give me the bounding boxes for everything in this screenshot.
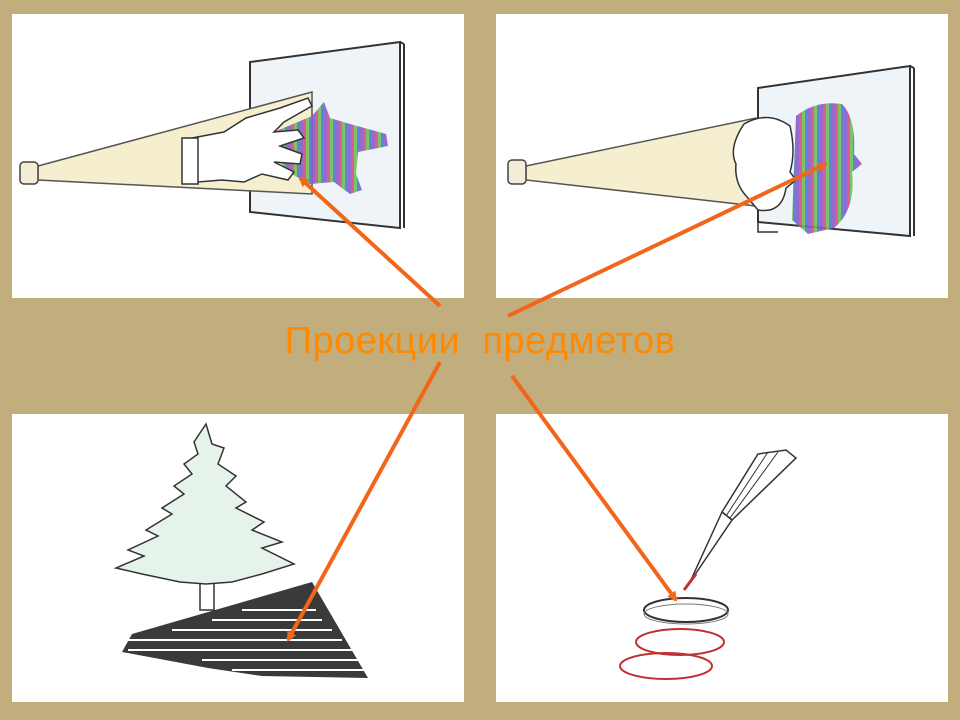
hand-figure (191, 97, 313, 183)
tree-figure (113, 422, 296, 611)
slide-title: Проекции предметов (284, 320, 676, 362)
tree-shadow-illustration (113, 422, 368, 678)
light-beam (525, 117, 757, 207)
hand-shadow-illustration (19, 40, 405, 230)
pencil-circles-illustration (619, 449, 798, 680)
tree-shadow-panel (12, 414, 464, 702)
tree-shadow (122, 582, 368, 678)
lamp-icon (19, 161, 39, 185)
circle-bottom (619, 652, 713, 680)
circle-top (643, 597, 729, 623)
projection-circles (619, 597, 729, 680)
lamp-icon (507, 159, 527, 185)
pencil-icon (682, 449, 798, 591)
hand-shadow (274, 102, 388, 194)
head-shadow-panel (496, 14, 948, 298)
pencil-circles-panel (496, 414, 948, 702)
hand-shadow-panel (12, 14, 464, 298)
circle-middle (635, 628, 725, 656)
head-shadow-illustration (507, 64, 915, 238)
sleeve-cuff (181, 137, 199, 185)
